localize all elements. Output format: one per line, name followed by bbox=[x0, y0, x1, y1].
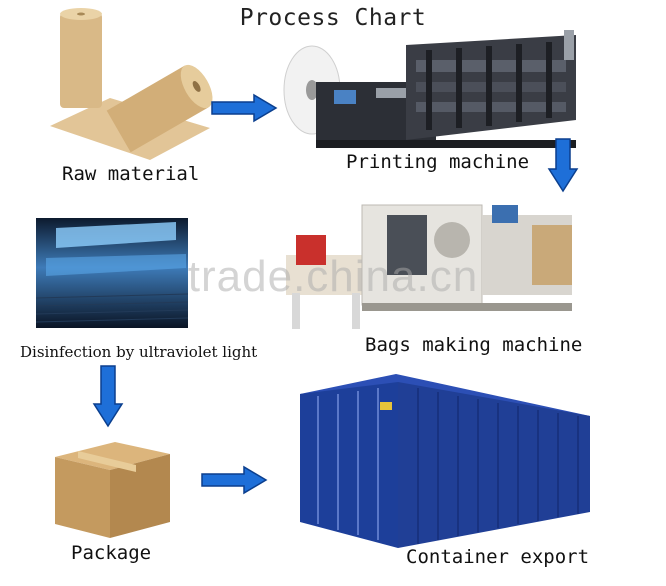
arrow-right-icon bbox=[201, 465, 268, 495]
uv-disinfection-image bbox=[36, 218, 188, 328]
arrow-down-icon bbox=[547, 138, 579, 193]
step-label-container: Container export bbox=[406, 546, 590, 568]
step-label-printing: Printing machine bbox=[346, 151, 530, 173]
step-label-package: Package bbox=[71, 542, 152, 564]
step-label-bags-making: Bags making machine bbox=[365, 334, 583, 356]
printing-machine-image bbox=[283, 30, 576, 148]
step-label-raw-material: Raw material bbox=[62, 163, 200, 185]
raw-material-image bbox=[50, 8, 213, 160]
shipping-container-image bbox=[300, 374, 590, 548]
arrow-right-icon bbox=[211, 93, 278, 123]
bags-making-machine-image bbox=[286, 204, 572, 329]
watermark: trade.china.cn bbox=[187, 252, 479, 301]
arrow-down-icon bbox=[92, 365, 124, 428]
chart-title: Process Chart bbox=[239, 5, 427, 31]
step-label-disinfection: Disinfection by ultraviolet light bbox=[20, 343, 258, 361]
package-box-image bbox=[55, 442, 170, 538]
